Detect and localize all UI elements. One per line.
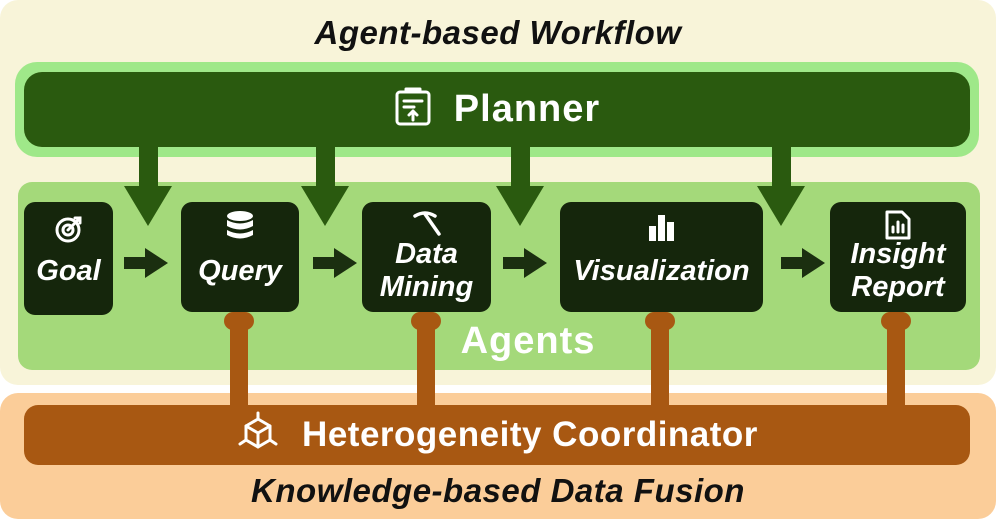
agent-flow-arrows (124, 248, 825, 278)
agent-label-visualization: Visualization (573, 255, 750, 287)
agent-visualization: Visualization (560, 202, 763, 312)
agent-query: Query (181, 202, 299, 312)
flow-arrow-1 (124, 248, 168, 278)
agent-label-goal: Goal (36, 255, 101, 287)
report-icon (830, 210, 966, 240)
planner-down-arrows (124, 140, 805, 226)
heterogeneity-coordinator-bar: Heterogeneity Coordinator (24, 405, 970, 465)
coordinator-label: Heterogeneity Coordinator (302, 415, 758, 454)
flow-arrow-4 (781, 248, 825, 278)
pickaxe-icon (362, 210, 491, 238)
planner-label: Planner (453, 88, 601, 130)
planner-bar: Planner (24, 72, 970, 147)
planner-arrow-mining (301, 140, 349, 226)
agent-goal: Goal (24, 202, 113, 315)
flow-arrow-2 (313, 248, 357, 278)
fusion-title: Knowledge-based Data Fusion (251, 472, 745, 509)
coordinator-pipes (224, 312, 911, 408)
planner-arrow-visualization (496, 140, 544, 226)
agents-label: Agents (460, 320, 596, 362)
agent-label-query: Query (198, 255, 282, 287)
planner-arrow-report (757, 140, 805, 226)
agent-insight-report: Insight Report (830, 202, 966, 312)
agent-label-insight-report: Insight Report (850, 238, 946, 303)
agent-label-data-mining: Data Mining (379, 238, 474, 303)
flow-arrow-3 (503, 248, 547, 278)
target-icon (24, 214, 113, 244)
agent-data-mining: Data Mining (362, 202, 491, 312)
planner-icon (394, 87, 432, 132)
bar-chart-icon (560, 212, 763, 242)
workflow-title: Agent-based Workflow (314, 14, 682, 51)
planner-arrow-query (124, 140, 172, 226)
database-icon (181, 210, 299, 240)
agents-panel (18, 182, 980, 370)
cube-network-icon (236, 411, 280, 460)
